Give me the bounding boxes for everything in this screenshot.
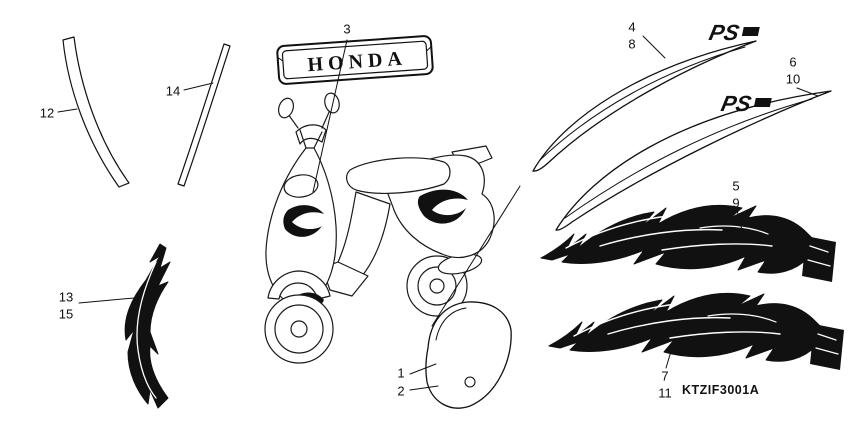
- mirror-right: [324, 92, 340, 114]
- ps-logo-bottom-text: PS: [719, 91, 754, 116]
- headlight: [283, 174, 319, 198]
- callout-2: 2: [397, 383, 405, 399]
- front-wheel: [264, 294, 334, 364]
- swoosh-stripe-top: [532, 40, 757, 172]
- stripe-decal-left-long: [62, 36, 130, 188]
- leader-panel-position: [431, 185, 521, 327]
- front-cowl-stripe-decal: [283, 205, 324, 237]
- callout-14: 14: [165, 83, 181, 99]
- ps-logo-top-text: PS: [707, 20, 742, 45]
- callout-15: 15: [58, 306, 74, 322]
- callout-12: 12: [39, 105, 55, 121]
- flame-decal-top: [540, 204, 837, 283]
- honda-emblem-inner-plate: [281, 40, 429, 80]
- callout-11: 11: [658, 385, 672, 401]
- side-panel-outline: [425, 301, 512, 409]
- side-panel: [425, 301, 512, 409]
- callout-1: 1: [397, 365, 405, 381]
- leader-1: [409, 363, 437, 375]
- emblem-hatch: [426, 46, 432, 52]
- honda-emblem: HONDA: [276, 35, 434, 85]
- mirror-stem-left: [287, 113, 299, 129]
- emblem-hatch: [277, 56, 284, 62]
- rear-body-stripe-decal: [417, 189, 468, 224]
- ps-logo-top-badge: [741, 27, 760, 36]
- callout-8: 8: [628, 36, 636, 52]
- callout-5: 5: [732, 178, 740, 194]
- leader-5-9: [736, 209, 743, 231]
- callout-9: 9: [732, 195, 740, 211]
- stripe-decal-left-thin: [177, 43, 231, 187]
- leader-14: [183, 82, 214, 91]
- seat: [346, 157, 451, 194]
- steering-line: [299, 129, 307, 149]
- drawing-code: KTZIF3001A: [682, 383, 760, 397]
- leader-6-10: [796, 87, 819, 97]
- ps-logo-bottom: PS: [719, 91, 772, 116]
- callout-6: 6: [789, 54, 797, 70]
- leader-lines: [57, 35, 819, 391]
- side-panel-hole: [464, 376, 476, 388]
- center-body: [337, 191, 391, 277]
- callout-13: 13: [58, 289, 74, 305]
- mirror-left: [277, 97, 295, 119]
- ps-logo-top: PS: [707, 20, 760, 45]
- callout-10: 10: [785, 71, 801, 87]
- steering-line: [313, 131, 323, 149]
- ps-logo-bottom-badge: [753, 98, 772, 107]
- floorboard: [321, 261, 369, 297]
- leader-2: [409, 385, 439, 391]
- leader-3: [312, 39, 348, 193]
- leader-4-8: [642, 35, 666, 59]
- swoosh-stripe-bottom: [555, 90, 832, 231]
- flame-decal-bottom: [548, 292, 845, 371]
- callout-4: 4: [628, 19, 636, 35]
- callout-7: 7: [661, 368, 669, 384]
- mirror-stem-right: [321, 109, 331, 129]
- callout-3: 3: [343, 21, 351, 37]
- scooter-drawing: [264, 92, 495, 364]
- leader-7-11: [665, 347, 673, 369]
- side-panel-inner-line: [435, 307, 467, 341]
- leader-13-15: [78, 297, 135, 304]
- leader-12: [57, 108, 78, 113]
- flame-decal-vertical: [124, 243, 171, 409]
